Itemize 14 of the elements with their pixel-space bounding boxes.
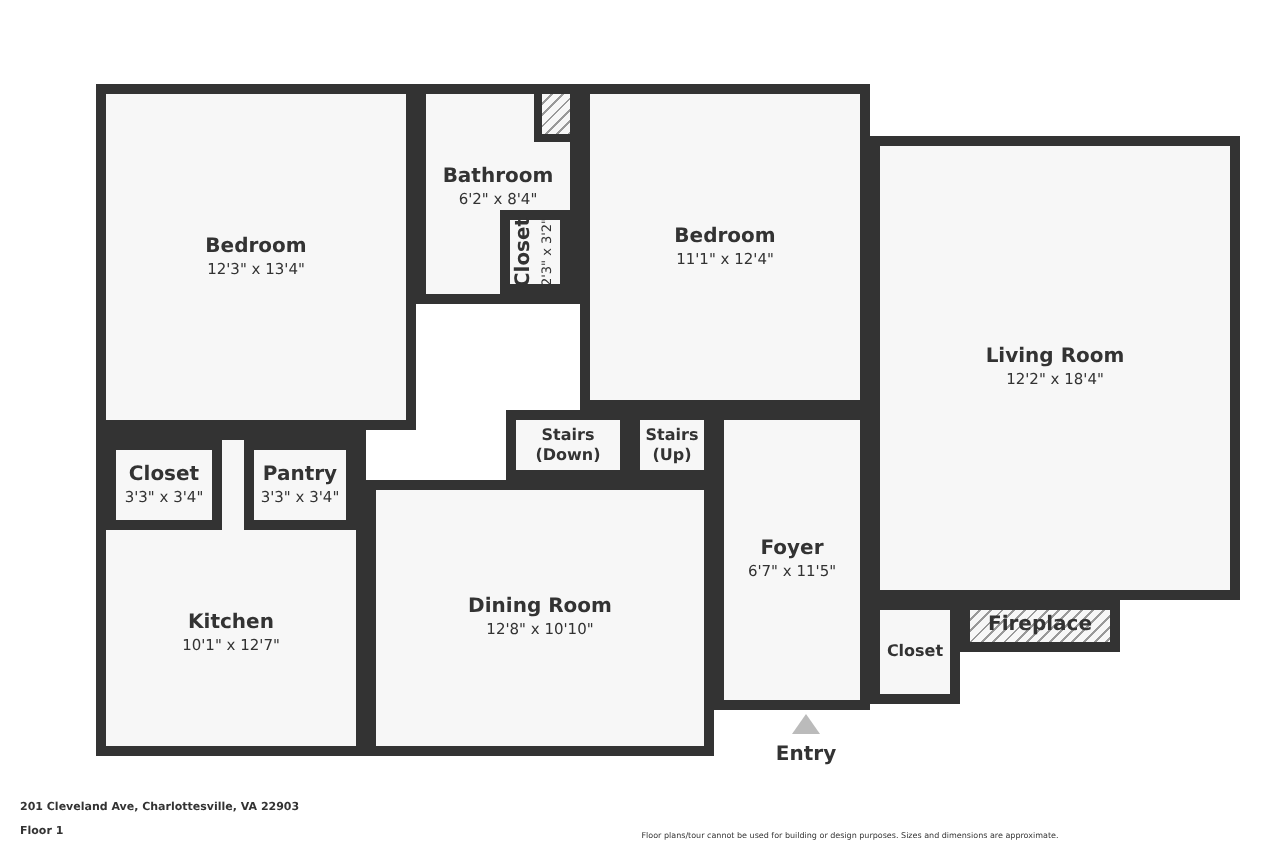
room-name: Foyer	[760, 538, 824, 562]
room-name: Living Room	[985, 346, 1125, 370]
room-name: Closet	[886, 640, 944, 664]
room-name: Bedroom	[674, 225, 776, 249]
room-name: Kitchen	[188, 611, 274, 635]
room-name: Bedroom	[205, 235, 307, 259]
room-name: Closet	[128, 463, 200, 487]
entry-label: Entry	[775, 744, 837, 766]
room-name: Fireplace	[987, 614, 1093, 638]
room-name: Stairs (Up)	[643, 425, 701, 465]
room-name: Bathroom	[442, 166, 554, 190]
room-name: Stairs (Down)	[533, 425, 603, 465]
room-name: Pantry	[262, 463, 338, 487]
room-name: Dining Room	[468, 596, 612, 620]
